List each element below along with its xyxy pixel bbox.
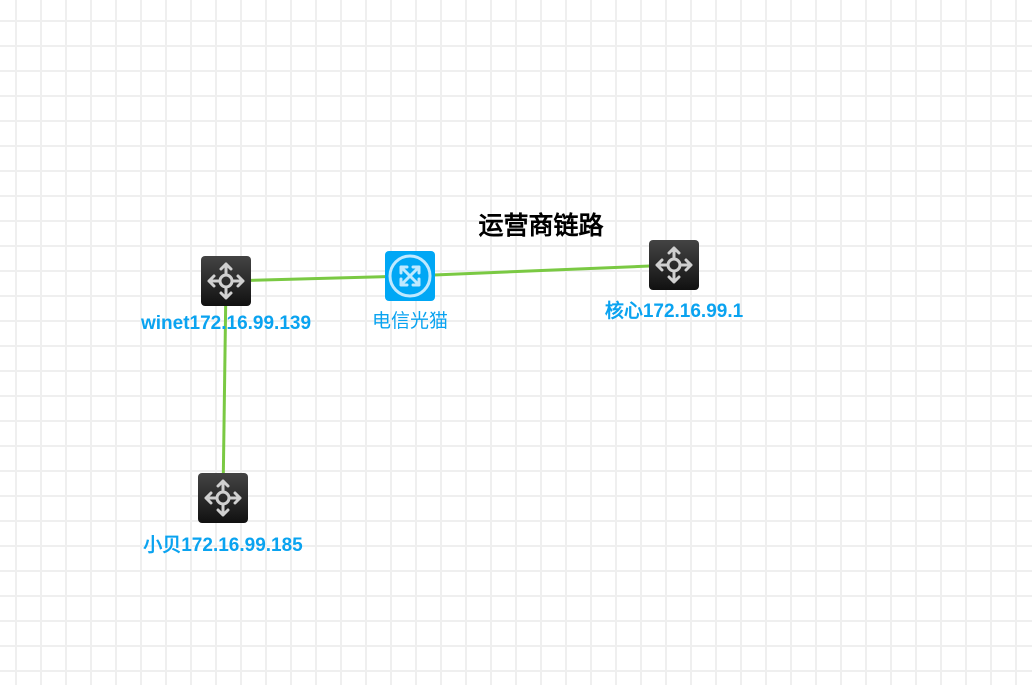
node-core-label: 核心172.16.99.1 bbox=[604, 301, 744, 322]
node-xiaobei[interactable] bbox=[198, 473, 248, 523]
switch-icon bbox=[388, 254, 432, 298]
router-icon bbox=[204, 479, 242, 517]
node-modem-label: 电信光猫 bbox=[371, 311, 449, 332]
link-modem-core[interactable] bbox=[409, 263, 675, 278]
node-xiaobei-label: 小贝172.16.99.185 bbox=[143, 535, 303, 556]
link-winet-xiaobei[interactable] bbox=[221, 280, 228, 499]
node-winet-label: winet172.16.99.139 bbox=[140, 313, 312, 334]
node-core[interactable] bbox=[649, 240, 699, 290]
router-icon bbox=[207, 262, 245, 300]
link-winet-modem[interactable] bbox=[225, 274, 411, 283]
diagram-title: 运营商链路 bbox=[478, 211, 604, 240]
node-modem[interactable] bbox=[385, 251, 435, 301]
router-icon bbox=[655, 246, 693, 284]
node-winet[interactable] bbox=[201, 256, 251, 306]
